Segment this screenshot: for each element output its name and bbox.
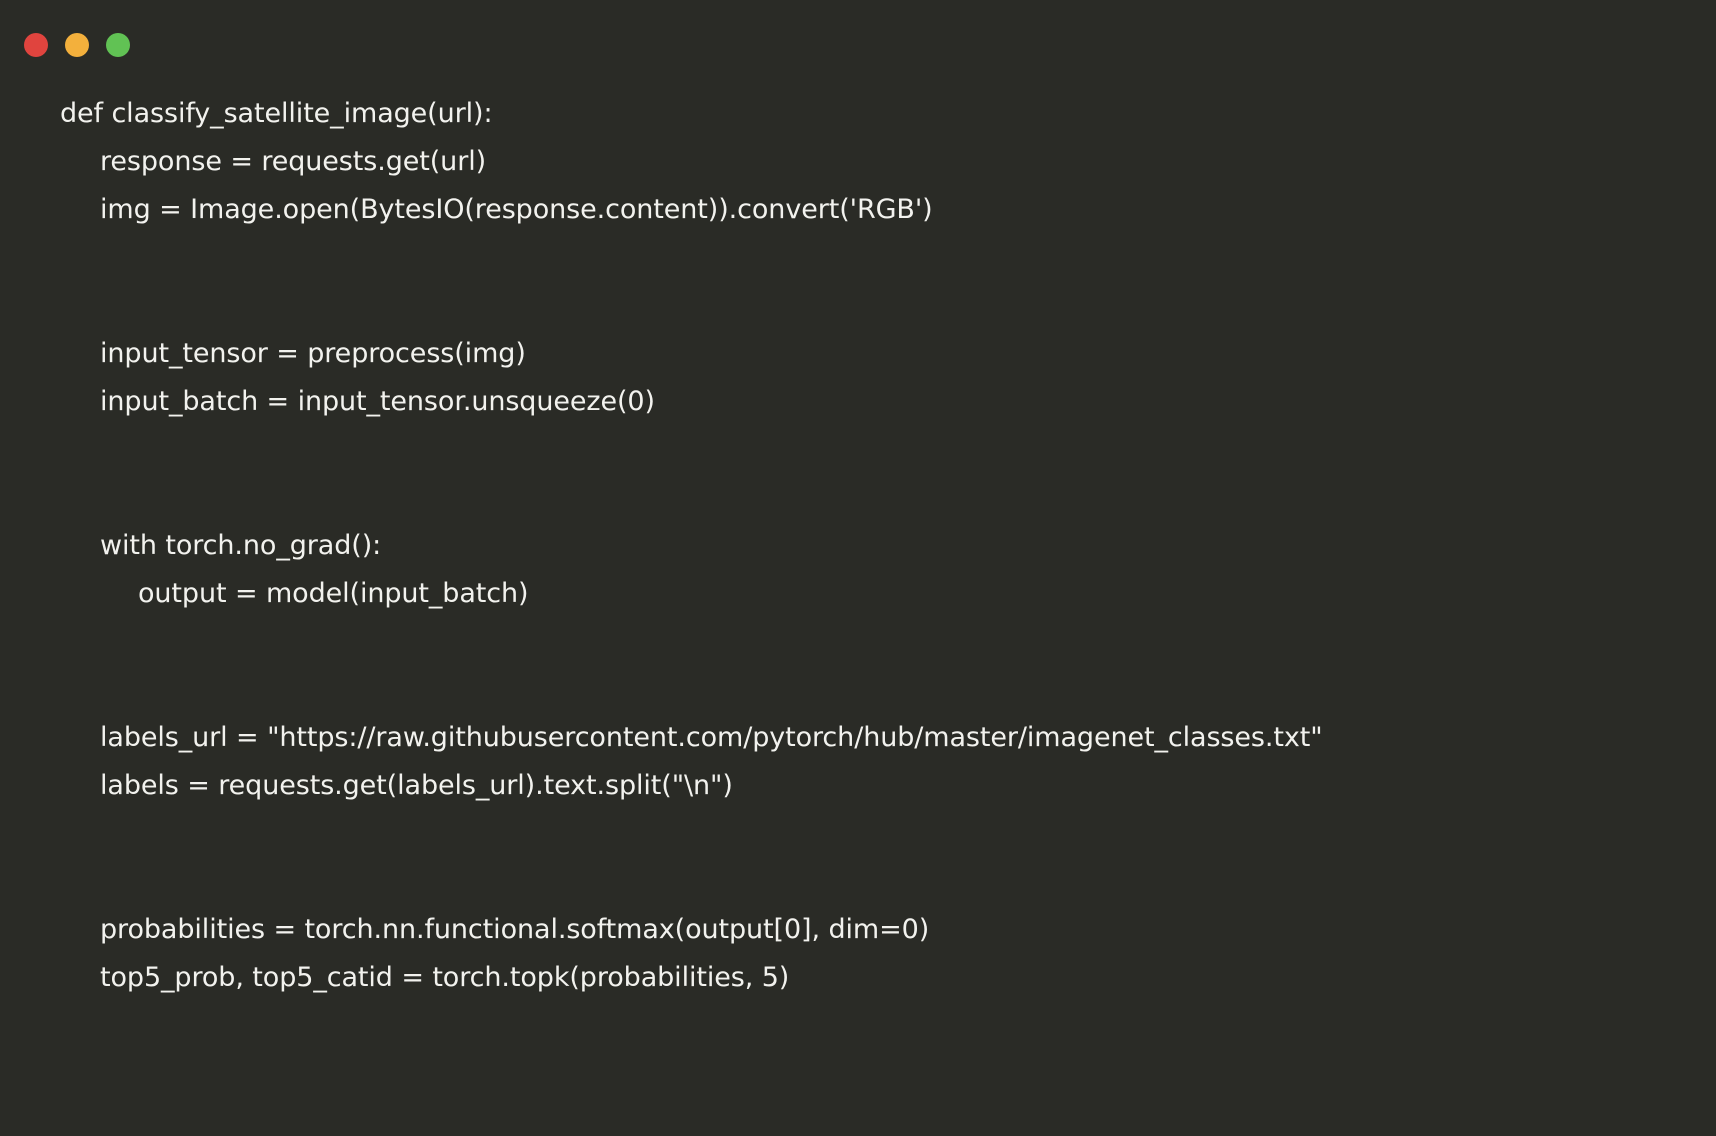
code-line-blank: [60, 282, 1716, 330]
code-line-blank: [60, 666, 1716, 714]
code-line: input_tensor = preprocess(img): [100, 338, 526, 369]
code-line-blank: [60, 810, 1716, 858]
maximize-window-button[interactable]: [106, 33, 130, 57]
window-title-bar: [0, 0, 1716, 90]
code-line: with torch.no_grad():: [100, 530, 382, 561]
code-line-blank: [60, 426, 1716, 474]
code-line: img = Image.open(BytesIO(response.conten…: [100, 194, 933, 225]
code-line-blank: [60, 858, 1716, 906]
code-block[interactable]: def classify_satellite_image(url):respon…: [0, 90, 1716, 1136]
minimize-window-button[interactable]: [65, 33, 89, 57]
code-line: input_batch = input_tensor.unsqueeze(0): [100, 386, 655, 417]
code-line: probabilities = torch.nn.functional.soft…: [100, 914, 930, 945]
code-line-blank: [60, 234, 1716, 282]
code-line: response = requests.get(url): [100, 146, 487, 177]
code-line: output = model(input_batch): [138, 578, 529, 609]
code-line: labels = requests.get(labels_url).text.s…: [100, 770, 733, 801]
code-line-blank: [60, 474, 1716, 522]
code-line: labels_url = "https://raw.githubusercont…: [100, 722, 1323, 753]
close-window-button[interactable]: [24, 33, 48, 57]
code-line: def classify_satellite_image(url):: [60, 98, 493, 129]
code-line-blank: [60, 618, 1716, 666]
code-line: top5_prob, top5_catid = torch.topk(proba…: [100, 962, 790, 993]
